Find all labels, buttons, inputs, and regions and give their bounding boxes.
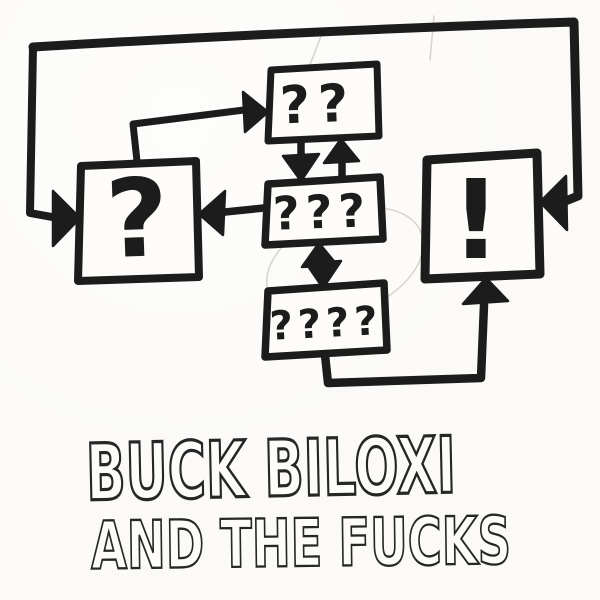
arrowhead-up-into-exclamation [461, 276, 510, 306]
box-question-4-label: ???? [269, 298, 384, 350]
box-question-1: ? [74, 156, 203, 285]
arrow-question-1-to-question-2 [129, 90, 270, 165]
box-question-1-label: ? [103, 156, 170, 283]
arrowhead-into-question-1-left [51, 189, 82, 248]
arrows-question-2-question-3 [281, 136, 361, 183]
arrowhead-into-question-1-right [197, 189, 227, 237]
box-question-2-outline [264, 60, 383, 145]
box-question-4-outline [261, 279, 391, 361]
box-question-2: ?? [264, 60, 383, 145]
band-name-line-1: BUCK BILOXI [85, 421, 457, 519]
box-question-3: ??? [261, 173, 387, 249]
arrowhead-down-into-question-3 [281, 152, 321, 183]
box-question-4: ???? [261, 279, 391, 361]
arrowhead-up-into-question-2 [322, 137, 361, 165]
outer-loop-left-line [26, 43, 56, 221]
outer-loop-top-right-line [28, 17, 583, 207]
arrows-question-3-question-4 [300, 241, 343, 290]
arrowhead-down-into-question-4 [304, 259, 343, 290]
box-exclamation-outline [420, 148, 545, 284]
elbow-bottom-line [320, 300, 489, 388]
box-question-3-label: ??? [272, 183, 372, 240]
arrowhead-into-exclamation-right [538, 174, 569, 232]
box-question-1-outline [74, 157, 203, 285]
arrow-outer-loop [26, 17, 583, 248]
elbow-line [129, 106, 248, 165]
box-exclamation: ! [420, 148, 545, 284]
band-name-line-2: AND THE FUCKS [91, 502, 512, 584]
box-exclamation-label: ! [451, 156, 501, 284]
horizontal-shaft [221, 204, 268, 216]
arrow-question-4-to-exclamation [320, 276, 510, 388]
arrowhead-into-question-2 [241, 90, 270, 134]
arrow-question-3-to-question-1 [197, 189, 268, 237]
box-question-2-label: ?? [279, 74, 357, 137]
band-name: BUCK BILOXI AND THE FUCKS [83, 420, 512, 586]
box-question-3-outline [261, 173, 387, 249]
